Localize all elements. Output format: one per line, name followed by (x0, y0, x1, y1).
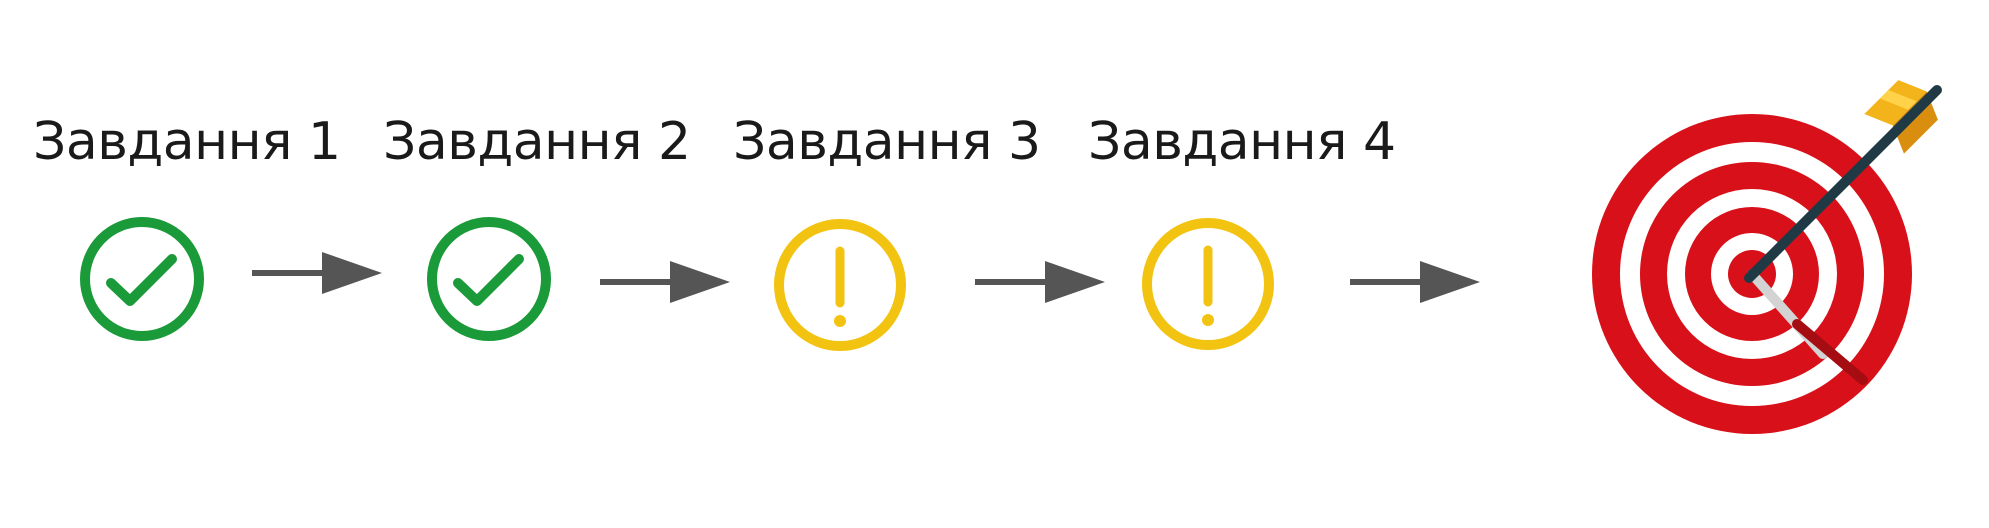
task-4-exclamation-circle-icon (1142, 218, 1274, 350)
target-with-arrow-icon (1592, 80, 1942, 434)
task-2-title: Завдання 2 (383, 112, 691, 172)
flow-arrow-4 (1350, 261, 1480, 303)
task-4-title: Завдання 4 (1088, 112, 1396, 172)
task-1-checkmark-circle-icon (80, 217, 204, 341)
task-3-exclamation-circle-icon (774, 219, 906, 351)
flow-arrow-1 (252, 252, 382, 294)
flow-arrow-2 (600, 261, 730, 303)
task-2-checkmark-circle-icon (427, 217, 551, 341)
task-3-title: Завдання 3 (733, 112, 1041, 172)
flow-arrow-3 (975, 261, 1105, 303)
task-1-title: Завдання 1 (33, 112, 341, 172)
